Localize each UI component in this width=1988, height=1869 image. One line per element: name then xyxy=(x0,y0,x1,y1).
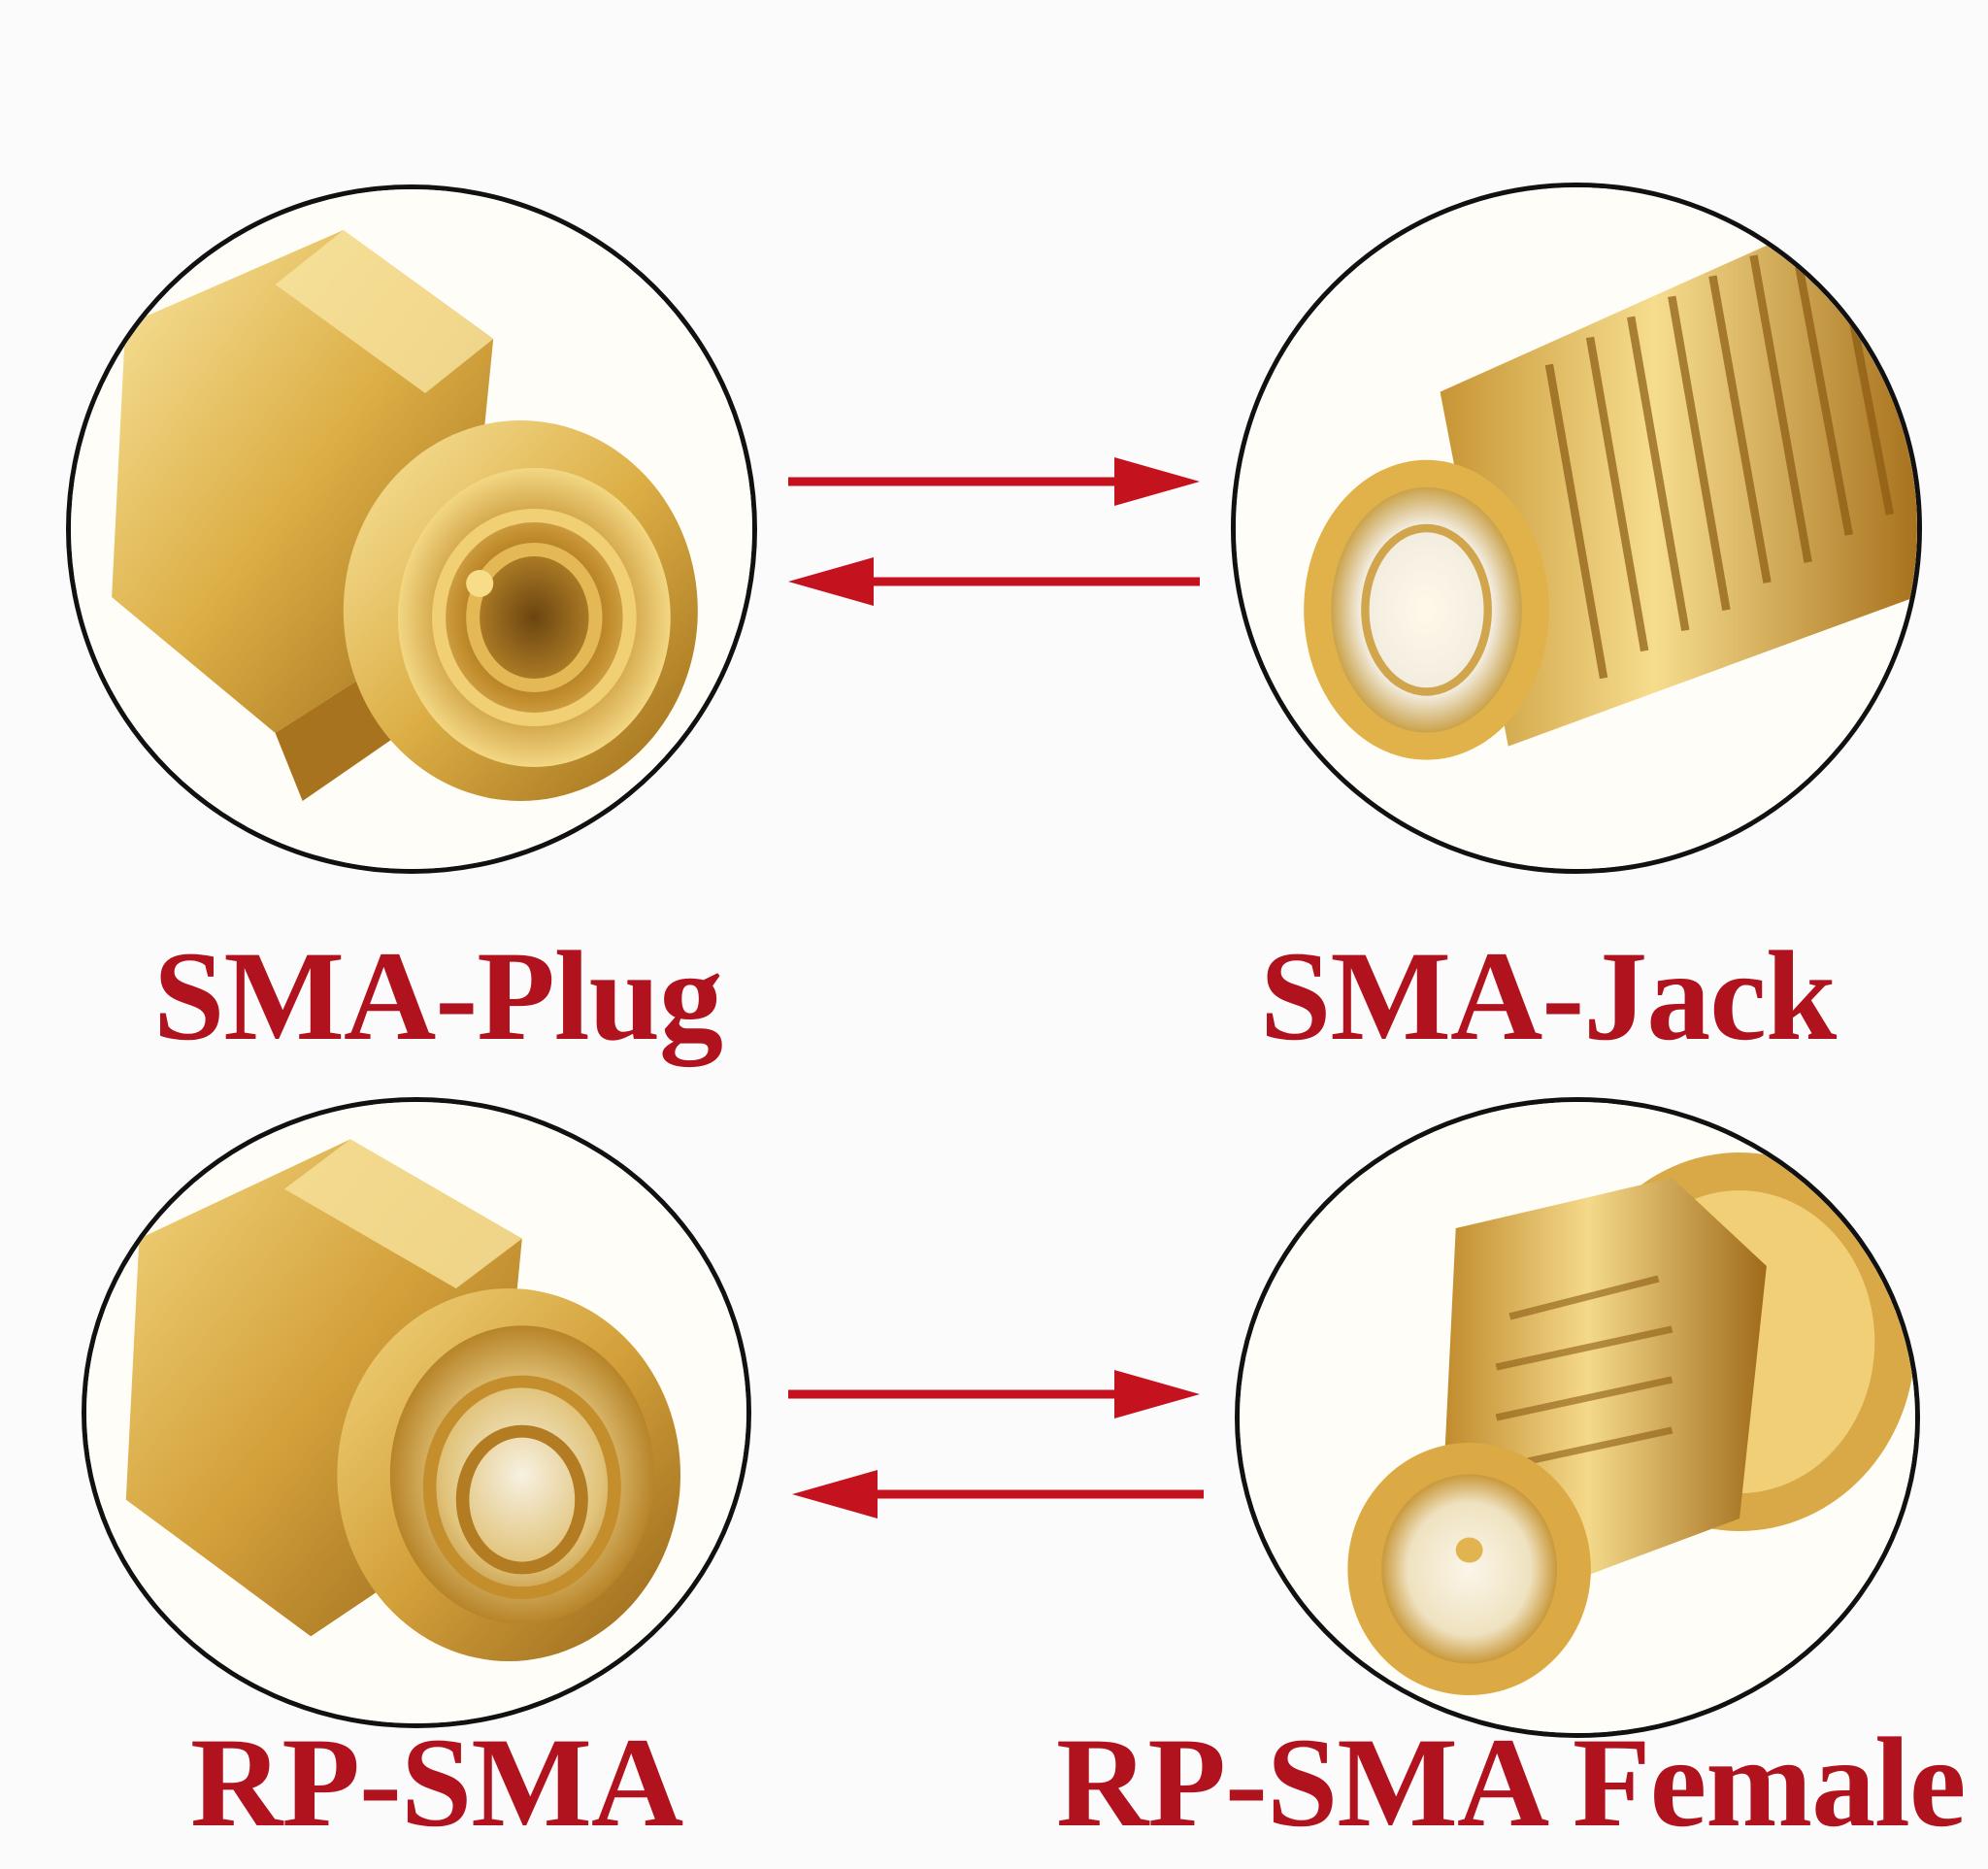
connector-pair-arrows-icon xyxy=(784,451,1211,617)
rp-sma-photo xyxy=(82,1097,751,1728)
rp-sma-female-label: RP-SMA Female xyxy=(1056,1711,1966,1853)
rp-sma-label: RP-SMA xyxy=(190,1711,683,1853)
rp-sma-female-photo xyxy=(1235,1097,1920,1738)
sma-plug-label: SMA-Plug xyxy=(153,924,723,1067)
connector-pair-arrows-icon xyxy=(784,1364,1211,1529)
sma-jack-photo xyxy=(1231,183,1922,874)
sma-plug-photo xyxy=(66,184,757,874)
sma-jack-label: SMA-Jack xyxy=(1260,924,1837,1067)
